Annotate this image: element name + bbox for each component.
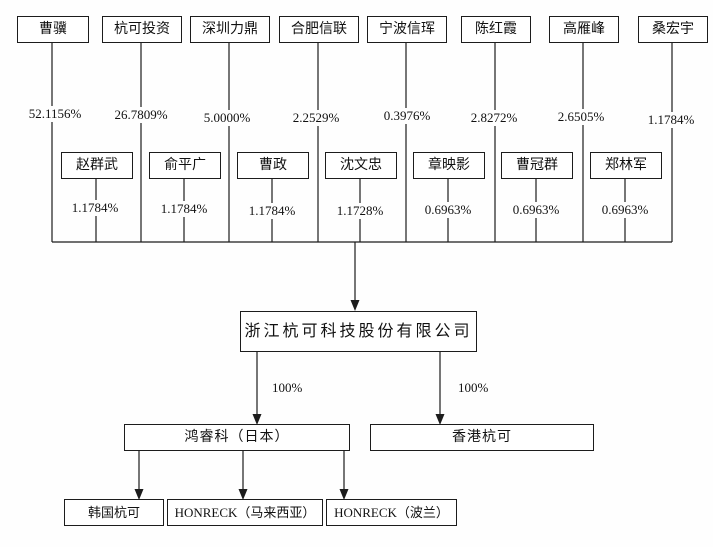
ownership-pct-second-2: 1.1784%	[157, 201, 211, 217]
shareholder-box-top-8: 桑宏宇	[638, 16, 708, 43]
shareholder-box-second-4: 沈文忠	[325, 152, 397, 179]
shareholder-box-top-4: 合肥信联	[279, 16, 359, 43]
ownership-pct-top-7: 2.6505%	[554, 109, 608, 125]
ownership-pct-subsidiary-1: 100%	[272, 380, 303, 396]
shareholder-box-second-1: 赵群武	[61, 152, 133, 179]
subsidiary-box-japan: 鸿睿科（日本）	[124, 424, 350, 451]
ownership-pct-top-5: 0.3976%	[380, 108, 434, 124]
subsidiary-box-hongkong: 香港杭可	[370, 424, 594, 451]
ownership-pct-top-2: 26.7809%	[111, 107, 171, 123]
shareholder-box-top-3: 深圳力鼎	[190, 16, 270, 43]
shareholder-box-top-5: 宁波信珲	[367, 16, 447, 43]
shareholder-box-top-7: 高雁峰	[549, 16, 619, 43]
ownership-pct-second-7: 0.6963%	[598, 202, 652, 218]
ownership-pct-subsidiary-2: 100%	[458, 380, 489, 396]
shareholder-box-second-6: 曹冠群	[501, 152, 573, 179]
company-box: 浙江杭可科技股份有限公司	[240, 311, 477, 352]
ownership-pct-second-4: 1.1728%	[333, 203, 387, 219]
shareholder-box-top-2: 杭可投资	[102, 16, 182, 43]
ownership-pct-second-6: 0.6963%	[509, 202, 563, 218]
grandchild-box-malaysia: HONRECK（马来西亚）	[167, 499, 323, 526]
ownership-pct-second-5: 0.6963%	[421, 202, 475, 218]
grandchild-box-poland: HONRECK（波兰）	[326, 499, 457, 526]
ownership-pct-top-6: 2.8272%	[467, 110, 521, 126]
ownership-pct-top-4: 2.2529%	[289, 110, 343, 126]
shareholder-box-second-7: 郑林军	[590, 152, 662, 179]
ownership-pct-top-1: 52.1156%	[25, 106, 85, 122]
ownership-pct-second-3: 1.1784%	[245, 203, 299, 219]
arrow-down-icons	[134, 300, 445, 500]
ownership-pct-second-1: 1.1784%	[68, 200, 122, 216]
shareholder-box-second-3: 曹政	[237, 152, 309, 179]
grandchild-box-korea: 韩国杭可	[64, 499, 164, 526]
shareholder-box-top-1: 曹骥	[17, 16, 89, 43]
ownership-pct-top-8: 1.1784%	[644, 112, 698, 128]
shareholder-box-second-2: 俞平广	[149, 152, 221, 179]
shareholder-box-top-6: 陈红霞	[461, 16, 531, 43]
ownership-pct-top-3: 5.0000%	[200, 110, 254, 126]
shareholder-box-second-5: 章映影	[413, 152, 485, 179]
